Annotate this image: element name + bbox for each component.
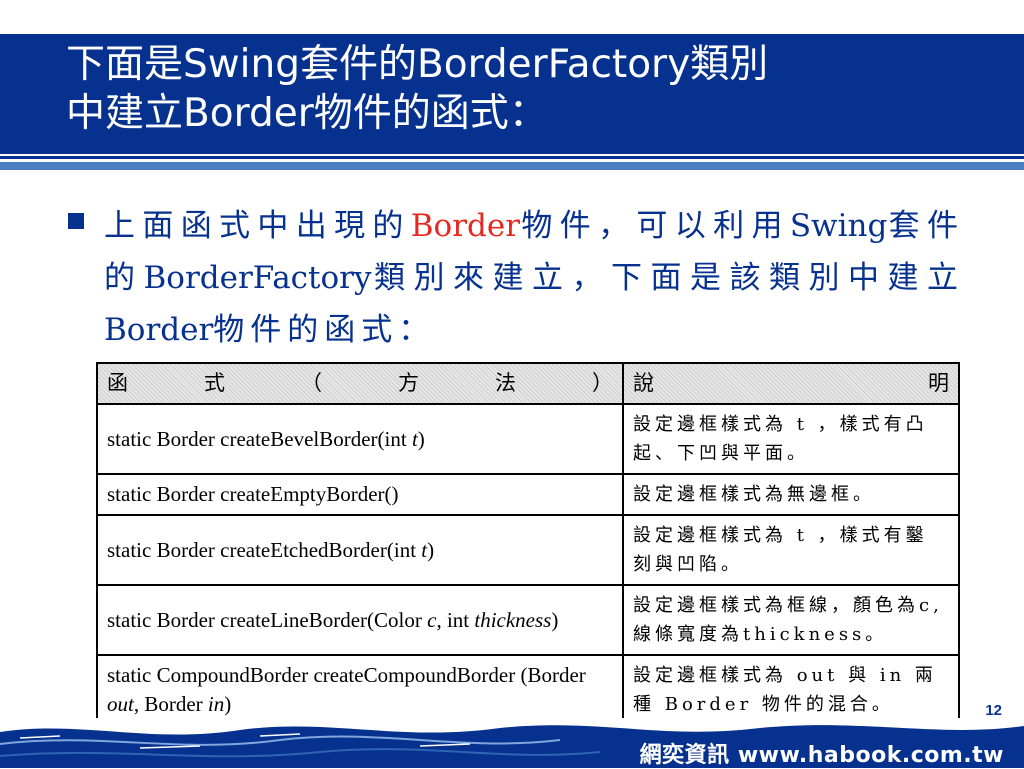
bullet-text-6: 類別來建立，下面 <box>371 260 691 296</box>
method-signature: static Border createBevelBorder(int t) <box>96 403 624 475</box>
header-method-char: 法 <box>495 371 516 395</box>
bullet-text-7: 是該類別中建立 <box>690 260 965 296</box>
method-description: 設定邊框樣式為無邊框。 <box>622 473 960 516</box>
header-method-char: 方 <box>398 371 419 395</box>
table-row: static Border createLineBorder(Color c, … <box>96 584 960 656</box>
method-description: 設定邊框樣式為 t ，樣式有凸起、下凹與平面。 <box>622 403 960 475</box>
header-method-char: 函 <box>107 371 128 395</box>
header-method-char: ） <box>592 371 613 395</box>
method-text: static Border createLineBorder(Color <box>107 607 428 632</box>
square-bullet-icon <box>68 213 84 229</box>
title-band <box>0 34 1024 154</box>
header-method-char: 式 <box>204 371 225 395</box>
method-text: ) <box>427 537 435 562</box>
footer-brand: 網奕資訊 www.habook.com.tw <box>639 743 1004 768</box>
slide-title: 下面是Swing套件的BorderFactory類別 中建立Border物件的函… <box>66 40 1006 138</box>
method-description: 設定邊框樣式為 out 與 in 兩種 Border 物件的混合。 <box>622 654 960 726</box>
method-text: ) <box>551 607 559 632</box>
bullet-text-4: 套件的 <box>104 208 965 296</box>
divider-stripe-light <box>0 162 1024 170</box>
page-number: 12 <box>985 702 1002 719</box>
method-description: 設定邊框樣式為框線，顏色為c,線條寬度為thickness。 <box>622 584 960 656</box>
method-param: c <box>427 607 437 632</box>
bullet-text-2: 物件，可以利用 <box>520 208 790 244</box>
method-text: static Border createEtchedBorder(int <box>107 537 422 562</box>
bullet-text-3: Swing <box>789 208 888 244</box>
bullet-highlight: Border <box>410 208 521 244</box>
method-signature: static Border createEtchedBorder(int t) <box>96 514 624 586</box>
header-description-char: 說 <box>633 371 654 395</box>
bullet-text-8: Border <box>104 312 214 348</box>
method-description: 設定邊框樣式為 t ，樣式有鑿刻與凹陷。 <box>622 514 960 586</box>
bullet-text-9: 物件的函式： <box>213 312 436 348</box>
bullet-paragraph: 上面函式中出現的Border物件，可以利用Swing套件的BorderFacto… <box>104 200 964 356</box>
table-row: static Border createEtchedBorder(int t)設… <box>96 514 960 586</box>
method-text: , Border <box>133 692 208 716</box>
header-description-char: 明 <box>928 371 949 395</box>
bullet-text-5: BorderFactory <box>143 260 372 296</box>
method-signature: static Border createLineBorder(Color c, … <box>96 584 624 656</box>
method-text: static Border createBevelBorder(int <box>107 426 412 451</box>
footer-wave-banner <box>0 718 1024 768</box>
table-row: static Border createBevelBorder(int t)設定… <box>96 403 960 475</box>
method-signature: static Border createEmptyBorder() <box>96 473 624 516</box>
method-text: static CompoundBorder createCompoundBord… <box>107 663 586 687</box>
method-param: in <box>207 692 225 716</box>
bullet-text-1: 上面函式中出現的 <box>104 208 411 244</box>
method-param: t <box>411 426 418 451</box>
header-method-char: （ <box>301 371 322 395</box>
table-row: static CompoundBorder createCompoundBord… <box>96 654 960 726</box>
divider-stripe <box>0 156 1024 159</box>
method-text: static Border createEmptyBorder() <box>107 482 399 506</box>
method-text: ) <box>224 692 232 716</box>
method-text: ) <box>417 426 425 451</box>
methods-table: 函式（方法） 說明 static Border createBevelBorde… <box>96 362 960 726</box>
method-signature: static CompoundBorder createCompoundBord… <box>96 654 624 726</box>
method-param: t <box>421 537 428 562</box>
method-text: , int <box>436 607 475 632</box>
header-method: 函 式 （ 方 法 ） <box>96 362 624 405</box>
method-param: thickness <box>474 607 552 632</box>
header-description: 說明 <box>622 362 960 405</box>
title-line-2: 中建立Border物件的函式： <box>66 91 548 136</box>
table-header-row: 函式（方法） 說明 <box>96 362 960 405</box>
method-param: out <box>107 692 134 716</box>
title-line-1: 下面是Swing套件的BorderFactory類別 <box>66 42 769 87</box>
table-row: static Border createEmptyBorder() 設定邊框樣式為… <box>96 473 960 516</box>
